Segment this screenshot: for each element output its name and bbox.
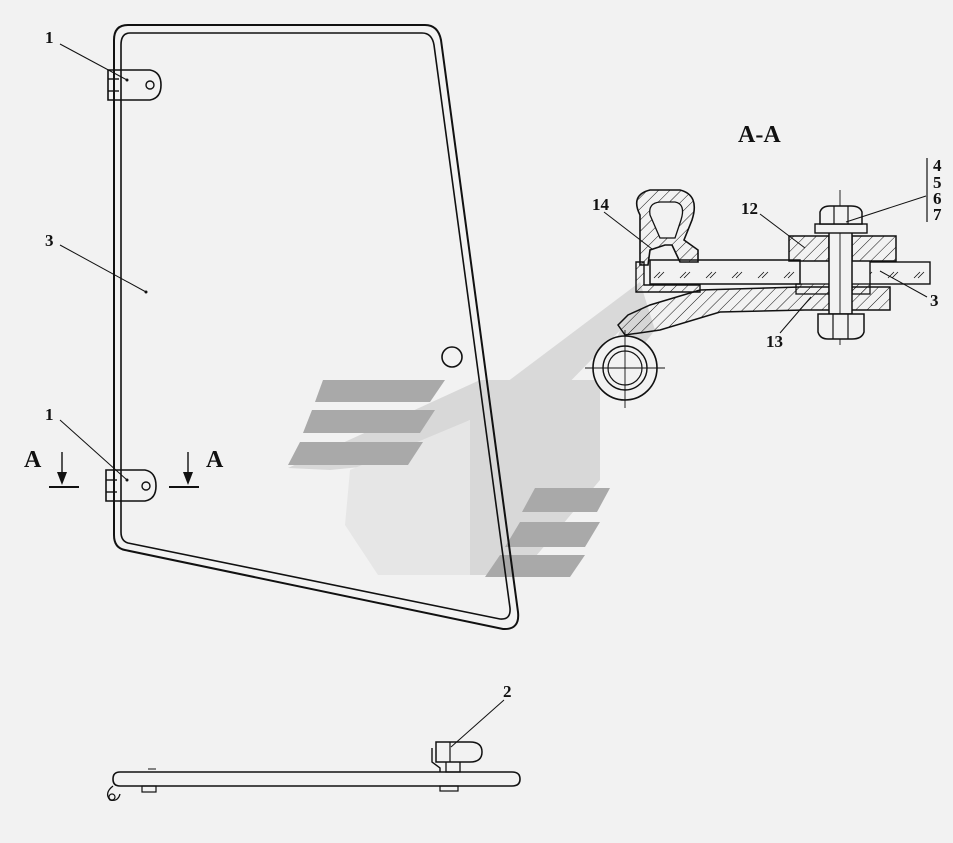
section-mark: A A bbox=[24, 447, 224, 488]
watermark-logo bbox=[288, 282, 655, 577]
callout-fastener-4: 4 bbox=[933, 156, 942, 175]
callout-hinge-top: 1 bbox=[45, 28, 54, 47]
callout-spacer-bottom: 13 bbox=[766, 332, 783, 351]
callout-fastener-6: 6 bbox=[933, 189, 942, 208]
latch bbox=[431, 741, 483, 773]
section-mark-right: A bbox=[206, 447, 224, 473]
front-view-leaders bbox=[59, 43, 148, 482]
callout-fastener-7: 7 bbox=[933, 205, 942, 224]
callout-fastener-5: 5 bbox=[933, 173, 942, 192]
mounting-hole bbox=[441, 346, 463, 368]
callout-latch: 2 bbox=[503, 682, 512, 701]
section-view bbox=[585, 189, 931, 408]
callout-spacer-top: 12 bbox=[741, 199, 758, 218]
top-hinge bbox=[107, 69, 162, 101]
callout-hinge-bottom: 1 bbox=[45, 405, 54, 424]
section-mark-left: A bbox=[24, 447, 42, 473]
callout-glass-section: 3 bbox=[930, 291, 939, 310]
bottom-view bbox=[106, 699, 521, 802]
callout-glass-front: 3 bbox=[45, 231, 54, 250]
door-glass-panel bbox=[113, 24, 520, 631]
callout-seal: 14 bbox=[592, 195, 610, 214]
section-title: A-A bbox=[738, 122, 781, 148]
bottom-hinge bbox=[105, 469, 157, 502]
section-view-leaders bbox=[603, 158, 928, 334]
